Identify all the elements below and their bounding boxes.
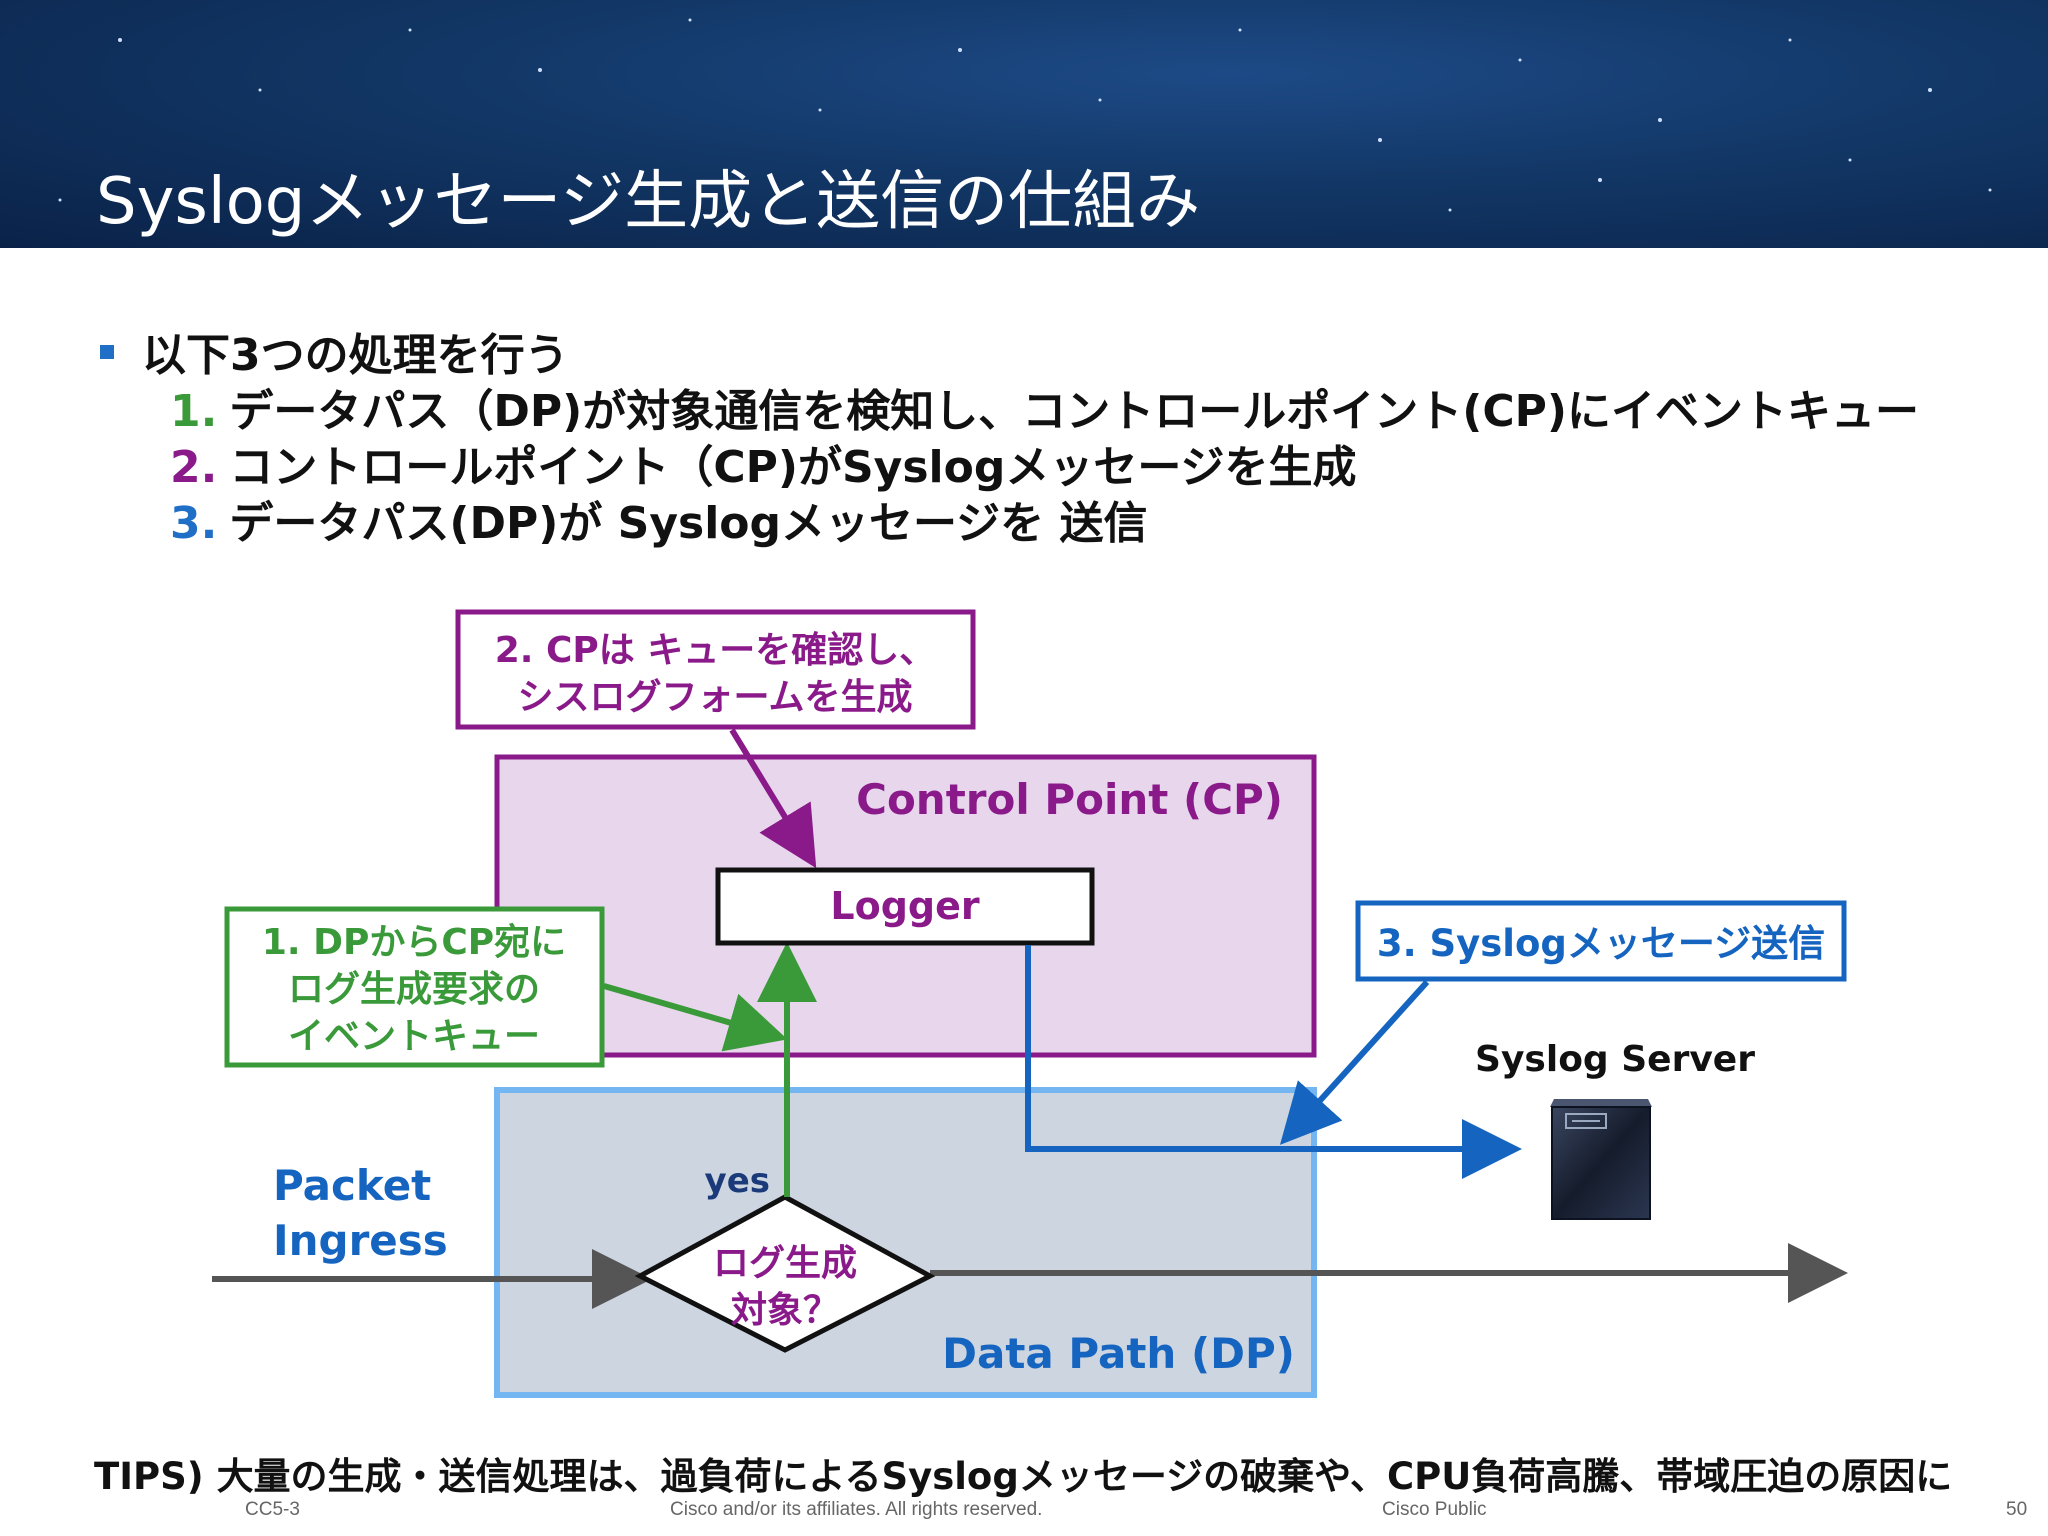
syslog-send-path [1025,945,1522,1179]
callout-dp-line2: ログ生成要求の [288,969,540,1010]
callout-send-pointer [1279,979,1430,1145]
callout-dp-line1: 1. DPからCP宛に [262,922,566,963]
step-item: 1.データパス（DP)が対象通信を検知し、コントロールポイント(CP)にイベント… [170,384,1919,440]
callout-send-label: 3. Syslogメッセージ送信 [1377,922,1825,965]
square-bullet-icon [100,345,114,359]
step-item: 2.コントロールポイント（CP)がSyslogメッセージを生成 [170,440,1919,496]
callout-cp-line2: シスログフォームを生成 [518,677,913,718]
step-list: 1.データパス（DP)が対象通信を検知し、コントロールポイント(CP)にイベント… [170,384,1919,552]
syslog-server-label: Syslog Server [1475,1039,1755,1080]
bullet-main-text: 以下3つの処理を行う [142,330,569,381]
callout-send-box [1355,900,1847,982]
step-text: データパス(DP)が Syslogメッセージを 送信 [229,498,1148,549]
callout-cp-box [455,609,976,730]
step-item: 3.データパス(DP)が Syslogメッセージを 送信 [170,496,1919,552]
bullet-list: 以下3つの処理を行う 1.データパス（DP)が対象通信を検知し、コントロールポイ… [100,328,1919,552]
tips-note: TIPS) 大量の生成・送信処理は、過負荷によるSyslogメッセージの破棄や、… [94,1455,1953,1498]
footer-code: CC5-3 [245,1499,300,1520]
callout-dp-box [224,906,605,1068]
logger-box [715,867,1095,946]
step-number: 2. [170,442,218,493]
callout-cp-pointer [729,728,817,869]
header-banner: Syslogメッセージ生成と送信の仕組み [0,0,2048,248]
starfield-background [58,18,1992,212]
callout-dp-pointer [603,983,788,1052]
data-path-region [494,1087,1317,1398]
page-number: 50 [2006,1499,2028,1520]
decision-label-line2: 対象？ [731,1290,839,1331]
server-icon [1550,1099,1652,1220]
footer-copyright: Cisco and/or its affiliates. All rights … [670,1499,1043,1520]
decision-diamond [634,1194,936,1353]
callout-cp-line1: 2. CPは キューを確認し、 [495,630,936,671]
decision-label-line1: ログ生成 [713,1243,857,1284]
step-number: 3. [170,498,218,549]
step-text: コントロールポイント（CP)がSyslogメッセージを生成 [229,442,1357,493]
step-text: データパス（DP)が対象通信を検知し、コントロールポイント(CP)にイベントキュ… [229,386,1919,437]
logger-label: Logger [830,884,979,928]
packet-ingress-label-line1: Packet [273,1161,431,1210]
step-number: 1. [170,386,218,437]
control-point-label: Control Point (CP) [856,775,1283,824]
callout-dp-line3: イベントキュー [288,1016,540,1057]
footer-classification: Cisco Public [1382,1499,1487,1520]
data-path-label: Data Path (DP) [942,1329,1295,1378]
packet-ingress-label-line2: Ingress [273,1216,448,1265]
yes-label: yes [705,1161,770,1201]
slide-title: Syslogメッセージ生成と送信の仕組み [96,165,1201,239]
bullet-main: 以下3つの処理を行う [100,328,1919,384]
